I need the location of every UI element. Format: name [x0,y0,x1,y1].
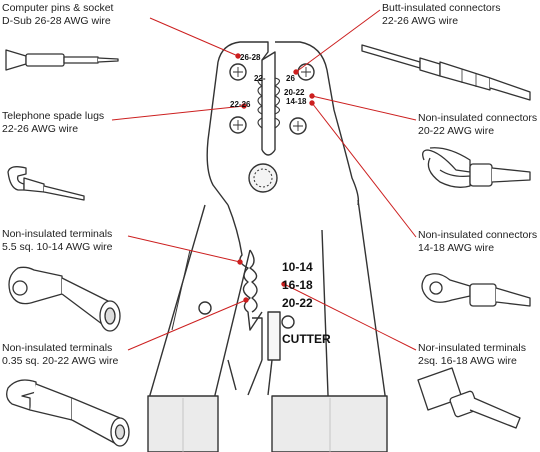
caption-noninsulated-14-18: Non-insulated connectors 14-18 AWG wire [418,229,537,255]
die-labels: 26-28 22- 26 20-22 22-26 14-18 10-14 16-… [230,53,331,346]
pin-connector-icon [5,49,119,71]
crimping-tool [147,41,388,452]
right-grip [271,395,388,452]
jaw-16-18-label: 16-18 [282,278,313,292]
die-26-label: 26 [286,74,295,83]
jaw-10-14-label: 10-14 [282,260,313,274]
fork-connector-icon [422,147,531,188]
caption-terminals-0-35sq: Non-insulated terminals 0.35 sq. 20-22 A… [2,342,118,368]
caption-subtitle: D-Sub 26-28 AWG wire [2,15,111,27]
caption-title: Non-insulated terminals [2,342,113,354]
caption-title: Butt-insulated connectors [382,2,501,14]
caption-subtitle: 22-26 AWG wire [382,15,459,27]
caption-subtitle: 2sq. 16-18 AWG wire [418,355,517,367]
die-26-28-label: 26-28 [240,53,261,62]
caption-nor-insulated: Nor-insulated terminals 2sq. 16-18 AWG w… [418,342,526,368]
die-22-label: 22- [254,74,266,83]
caption-title: Non-insulated connectors [418,229,538,241]
caption-butt-insulated: Butt-insulated connectors 22-26 AWG wire [382,2,500,28]
upper-jaw [217,41,360,206]
die-14-18-label: 14-18 [286,97,307,106]
spade-lug-icon [7,166,85,201]
cutter-blade [267,311,281,361]
caption-subtitle: 22-26 AWG wire [2,123,79,135]
caption-title: Telephone spade lugs [2,110,105,122]
caption-spade-lugs: Telephone spade lugs 22-26 AWG wire [2,110,104,136]
die-22-26-label: 22-26 [230,100,251,109]
caption-noninsulated-20-22: Non-insulated connectors 20-22 AWG wire [418,112,537,138]
pivot-bolt [248,163,278,193]
fork-terminal-icon [6,379,130,447]
caption-title: Nor-insulated terminals [418,342,526,354]
caption-subtitle: 5.5 sq. 10-14 AWG wire [2,241,113,253]
butt-connector-icon [361,44,531,101]
caption-title: Computer pins & socket [2,2,114,14]
jaw-20-22-label: 20-22 [282,296,313,310]
ring-terminal-icon [421,273,531,307]
callout-lines [111,9,417,351]
caption-subtitle: 14-18 AWG wire [418,242,495,254]
ring-terminal-large-icon [8,266,121,332]
caption-title: Non-insulated terminals [2,228,113,240]
flag-terminal-icon [417,367,521,429]
caption-computer-pins: Computer pins & socket D-Sub 26-28 AWG w… [2,2,113,28]
crimp-jaw-profile [227,204,263,331]
caption-subtitle: 20-22 AWG wire [418,125,495,137]
cutter-label: CUTTER [282,332,331,346]
caption-terminals-5-5sq: Non-insulated terminals 5.5 sq. 10-14 AW… [2,228,113,254]
caption-title: Non-insulated connectors [418,112,538,124]
die-20-22-label: 20-22 [284,88,305,97]
caption-subtitle: 0.35 sq. 20-22 AWG wire [2,355,119,367]
